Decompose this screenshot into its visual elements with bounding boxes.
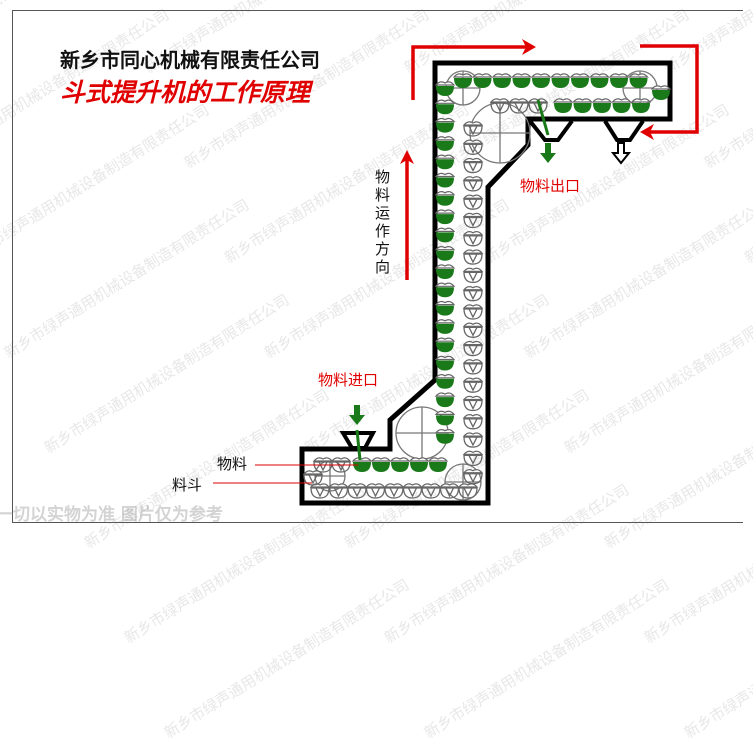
direction-arrows xyxy=(405,44,699,280)
bucket-empty xyxy=(365,483,386,499)
bucket-empty xyxy=(462,139,484,155)
bucket-empty xyxy=(462,267,484,284)
bucket-empty xyxy=(462,395,484,412)
arrowhead-right-icon xyxy=(522,39,536,55)
diagram-frame xyxy=(12,10,743,523)
bucket-filled xyxy=(434,410,456,426)
bucket-empty xyxy=(462,157,484,174)
bucket-empty xyxy=(462,414,484,430)
bucket-empty xyxy=(439,483,460,499)
bucket-filled xyxy=(434,355,456,371)
bucket-empty xyxy=(462,212,484,229)
bucket-filled xyxy=(434,282,456,298)
bucket-empty xyxy=(462,304,484,320)
bucket-filled xyxy=(427,457,449,472)
bucket-empty xyxy=(402,483,423,499)
bucket-empty xyxy=(462,285,484,302)
bucket-filled xyxy=(434,392,456,408)
material-label: 物料 xyxy=(217,455,248,473)
bucket-filled xyxy=(434,428,456,444)
elevator-casing xyxy=(299,60,673,506)
bucket-empty xyxy=(462,432,484,448)
bucket-filled xyxy=(491,73,513,88)
bucket-empty xyxy=(302,470,324,486)
bucket-filled xyxy=(611,98,632,113)
bucket-label: 料斗 xyxy=(172,476,203,494)
bucket-empty xyxy=(346,483,368,499)
bucket-filled xyxy=(572,98,593,113)
discharge-hopper-2 xyxy=(603,119,645,142)
outlet-arrow-icon xyxy=(540,143,556,163)
bucket-filled xyxy=(589,73,610,88)
bucket-filled xyxy=(434,99,456,115)
bucket-filled xyxy=(434,337,456,353)
material-chute-stream xyxy=(536,99,550,136)
arrowhead-left-icon xyxy=(640,124,654,140)
bucket-empty xyxy=(489,98,511,114)
bucket-filled xyxy=(550,73,571,88)
diagram-title: 斗式提升机的工作原理 xyxy=(60,78,311,107)
bucket-empty xyxy=(508,98,530,114)
elevator-diagram xyxy=(213,39,699,506)
bucket-filled xyxy=(389,457,411,472)
arrow-right xyxy=(640,44,699,134)
bucket-filled xyxy=(569,73,591,88)
inlet-stream xyxy=(355,429,362,461)
bucket-empty xyxy=(462,322,484,338)
bucket-filled xyxy=(591,98,613,113)
bucket-filled xyxy=(434,264,456,279)
bucket-empty xyxy=(462,450,484,467)
bucket-empty xyxy=(527,98,549,114)
bucket-empty xyxy=(462,359,484,375)
bucket-empty xyxy=(462,231,484,247)
outlet-label: 物料出口 xyxy=(520,177,581,195)
footer-disclaimer: 一切以实物为准 图片仅为参考 xyxy=(0,505,223,525)
bucket-filled xyxy=(434,209,456,225)
bucket-filled xyxy=(434,374,456,389)
inlet-label: 物料进口 xyxy=(318,371,379,389)
bucket-filled xyxy=(530,73,552,88)
arrowhead-up-icon xyxy=(400,150,414,164)
bucket-empty xyxy=(462,340,484,357)
bucket-empty xyxy=(383,483,405,499)
bucket-filled xyxy=(434,172,456,188)
bucket-empty xyxy=(462,121,484,137)
bucket-empty xyxy=(457,483,479,499)
bucket-filled xyxy=(434,300,456,316)
bucket-filled xyxy=(628,73,649,88)
inlet-arrow-icon xyxy=(349,405,365,425)
direction-label: 物料运作方向 xyxy=(375,168,391,276)
bucket-filled xyxy=(408,457,430,472)
bucket-filled xyxy=(434,136,456,151)
bucket-filled xyxy=(370,457,392,472)
company-name: 新乡市同心机械有限责任公司 xyxy=(60,48,320,72)
bucket-empty xyxy=(328,483,349,499)
bucket-filled xyxy=(434,319,456,334)
bucket-filled xyxy=(434,245,456,261)
bucket-empty xyxy=(462,176,484,192)
bucket-filled xyxy=(472,73,493,88)
bucket-chain xyxy=(302,73,672,499)
bucket-empty xyxy=(420,483,442,499)
bucket-filled xyxy=(434,227,456,243)
bucket-filled xyxy=(452,73,474,88)
bucket-empty xyxy=(462,249,484,265)
bucket-empty xyxy=(462,377,484,393)
bucket-filled xyxy=(434,191,456,206)
bucket-filled xyxy=(434,81,456,96)
bucket-filled xyxy=(552,98,574,113)
bucket-filled xyxy=(434,117,456,133)
bucket-filled xyxy=(434,154,456,170)
bucket-empty xyxy=(462,194,484,210)
bucket-filled xyxy=(630,98,652,113)
arrow-top xyxy=(411,45,528,100)
bucket-filled xyxy=(650,85,672,100)
bucket-filled xyxy=(511,73,532,88)
bucket-filled xyxy=(608,73,630,88)
discharge-hopper-1 xyxy=(528,119,574,142)
bucket-empty xyxy=(462,468,484,485)
outlet-arrow-2-icon xyxy=(610,142,632,165)
